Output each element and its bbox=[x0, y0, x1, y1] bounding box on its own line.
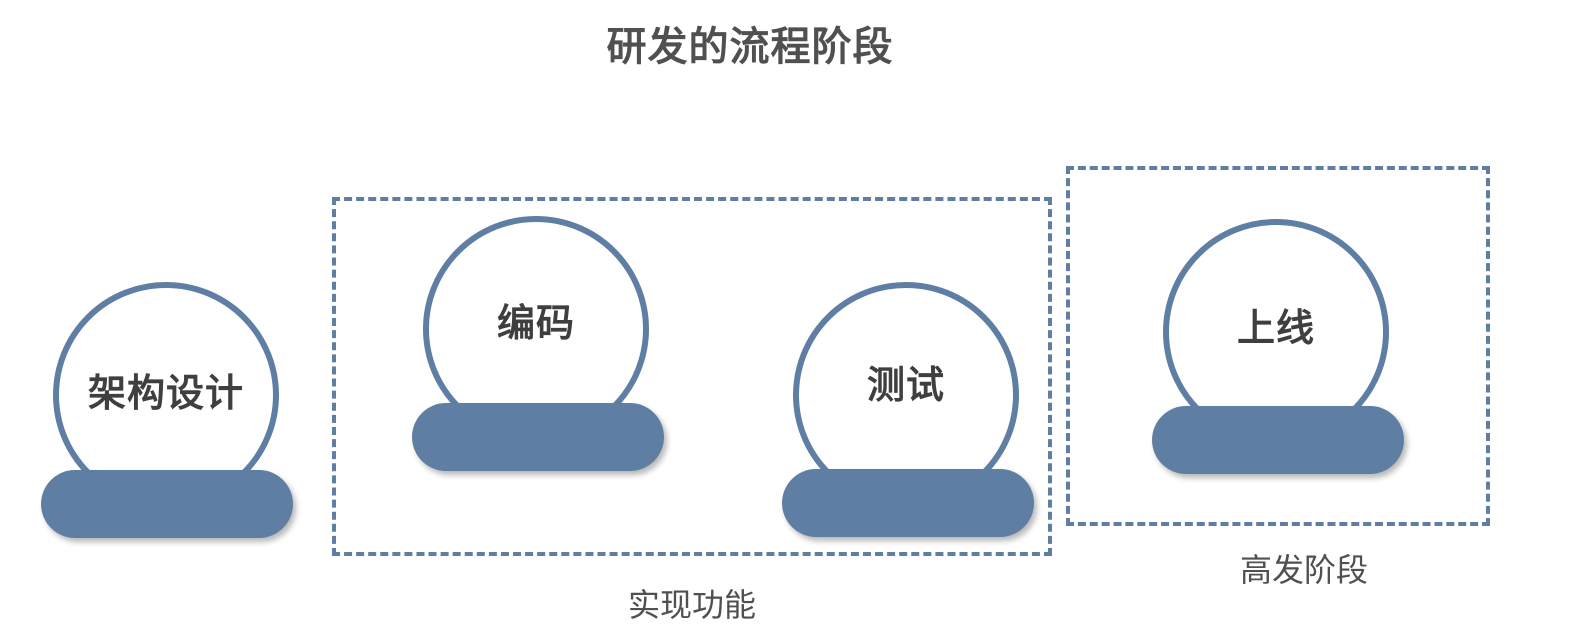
node-label: 编码 bbox=[496, 301, 575, 345]
node-launch: 上线 bbox=[1152, 219, 1415, 479]
group-label-high-risk: 高发阶段 bbox=[1239, 551, 1368, 589]
node-base bbox=[412, 403, 664, 471]
node-label: 架构设计 bbox=[87, 371, 244, 415]
diagram-title: 研发的流程阶段 bbox=[606, 24, 894, 70]
node-testing: 测试 bbox=[782, 282, 1045, 542]
node-base bbox=[1152, 406, 1404, 474]
group-label-implement: 实现功能 bbox=[627, 586, 756, 624]
node-base bbox=[782, 469, 1034, 537]
node-base bbox=[41, 470, 293, 538]
group-box-implement bbox=[332, 197, 1052, 556]
node-label: 上线 bbox=[1236, 306, 1315, 350]
node-label: 测试 bbox=[866, 363, 945, 407]
group-box-high-risk bbox=[1066, 166, 1490, 526]
node-coding: 编码 bbox=[412, 216, 675, 476]
node-architecture: 架构设计 bbox=[41, 282, 305, 542]
